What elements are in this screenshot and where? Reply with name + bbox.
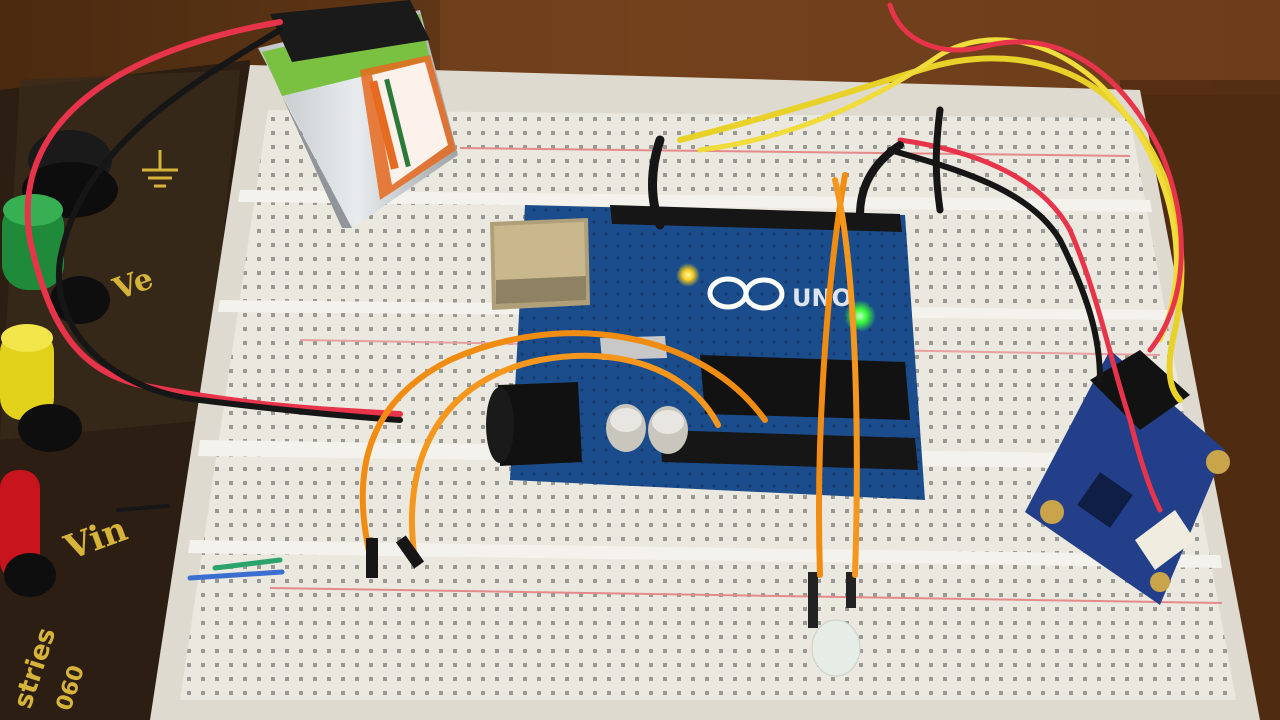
sensor-chip	[1077, 472, 1133, 528]
capacitor	[606, 404, 646, 452]
jumper-pin	[395, 535, 425, 569]
red-power-wire	[24, 19, 403, 417]
yellow-signal-wire	[677, 55, 1185, 403]
power-rail-red-stripe	[269, 587, 1223, 604]
mounting-hole	[1150, 572, 1170, 592]
yellow-terminal-post[interactable]	[0, 324, 82, 452]
black-jumper-wire	[856, 141, 904, 219]
digital-header[interactable]	[610, 205, 902, 232]
black-power-wire	[55, 27, 403, 423]
battery-9v	[258, 0, 458, 228]
black-jumper-wire	[932, 106, 944, 214]
wire-harness	[24, 2, 1185, 581]
jumper-pin	[366, 538, 378, 578]
orange-jumper-wire	[359, 330, 768, 578]
battery-snap-connector	[270, 0, 430, 62]
dc-barrel-jack[interactable]	[486, 382, 582, 466]
red-signal-wire	[897, 137, 1163, 513]
tx-led-indicator	[676, 263, 700, 287]
mounting-hole	[1206, 450, 1230, 474]
black-jumper-wire	[648, 135, 665, 230]
red-terminal-post[interactable]	[0, 470, 56, 597]
black-signal-wire	[887, 147, 1103, 383]
power-supply-board: Ve Vin stries 060	[0, 60, 250, 720]
usb-b-port[interactable]	[490, 218, 590, 310]
mounting-hole	[1040, 500, 1064, 524]
arduino-uno-board: UNO	[486, 205, 925, 500]
arduino-logo-icon	[707, 276, 785, 311]
red-signal-wire	[887, 2, 1184, 353]
probe-wire	[116, 504, 170, 512]
arduino-model-label: UNO	[792, 284, 852, 312]
sensor-module-board	[1025, 350, 1230, 605]
orange-jumper-wire	[832, 177, 860, 578]
power-rail-red-stripe	[459, 147, 1131, 157]
ground-symbol-icon	[142, 150, 178, 188]
orange-jumper-wire	[409, 352, 721, 563]
power-led-indicator	[844, 300, 876, 332]
rgb-led	[808, 572, 861, 677]
capacitor	[648, 406, 688, 454]
jst-connector[interactable]	[1135, 510, 1195, 570]
analog-header[interactable]	[660, 430, 918, 470]
blue-jumper-wire	[187, 569, 285, 581]
green-jumper-wire	[212, 557, 283, 571]
